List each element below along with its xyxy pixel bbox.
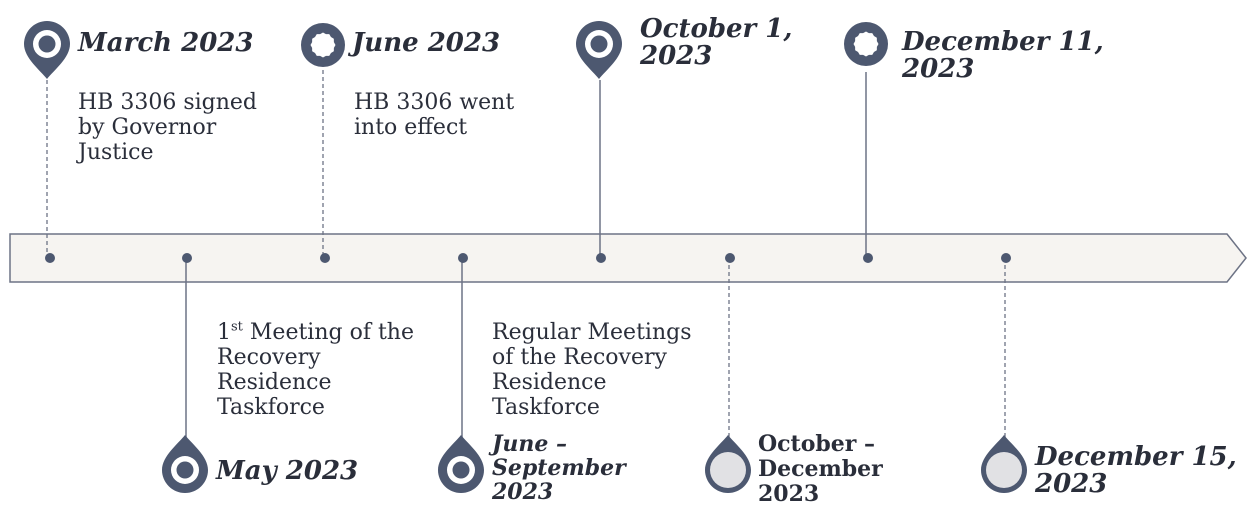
timeline-dot-june-2023: [320, 253, 330, 263]
milestone-date-dec-15-2023: December 15, 2023: [1035, 442, 1237, 499]
timeline-dot-oct-dec-2023: [725, 253, 735, 263]
milestone-description-june-2023: HB 3306 went into effect: [354, 90, 515, 140]
location-pin-icon: [438, 435, 484, 493]
location-pin-icon: [24, 21, 70, 79]
timeline-dot-oct-1-2023: [596, 253, 606, 263]
milestone-description-may-2023: 1st Meeting of the Recovery Residence Ta…: [217, 320, 432, 420]
milestone-description-march-2023: HB 3306 signed by Governor Justice: [78, 90, 258, 165]
location-pin-icon: [981, 435, 1027, 493]
milestone-date-may-2023: May 2023: [216, 456, 359, 486]
timeline-dot-june-sept-2023: [458, 253, 468, 263]
milestone-date-dec-11-2023: December 11, 2023: [902, 27, 1104, 84]
milestone-date-june-2023: June 2023: [352, 28, 501, 58]
timeline-dot-may-2023: [182, 253, 192, 263]
description-text: Meeting of the Recovery Residence Taskfo…: [217, 320, 414, 420]
seal-icon: [301, 23, 345, 67]
location-pin-icon: [162, 435, 208, 493]
milestone-date-june-sept-2023: June – September 2023: [492, 431, 626, 505]
timeline-dot-dec-15-2023: [1001, 253, 1011, 263]
ordinal-number: 1: [217, 320, 231, 345]
timeline-arrow-bar: [9, 233, 1247, 283]
location-pin-icon: [576, 21, 622, 79]
location-pin-icon: [705, 435, 751, 493]
milestone-description-june-sept-2023: Regular Meetings of the Recovery Residen…: [492, 320, 692, 420]
timeline-dot-march-2023: [45, 253, 55, 263]
milestone-date-oct-1-2023: October 1, 2023: [640, 14, 793, 71]
ordinal-suffix: st: [231, 319, 243, 335]
timeline-dot-dec-11-2023: [863, 253, 873, 263]
seal-icon: [844, 22, 888, 66]
milestone-date-march-2023: March 2023: [78, 28, 254, 58]
milestone-date-oct-dec-2023: October – December 2023: [758, 431, 883, 507]
